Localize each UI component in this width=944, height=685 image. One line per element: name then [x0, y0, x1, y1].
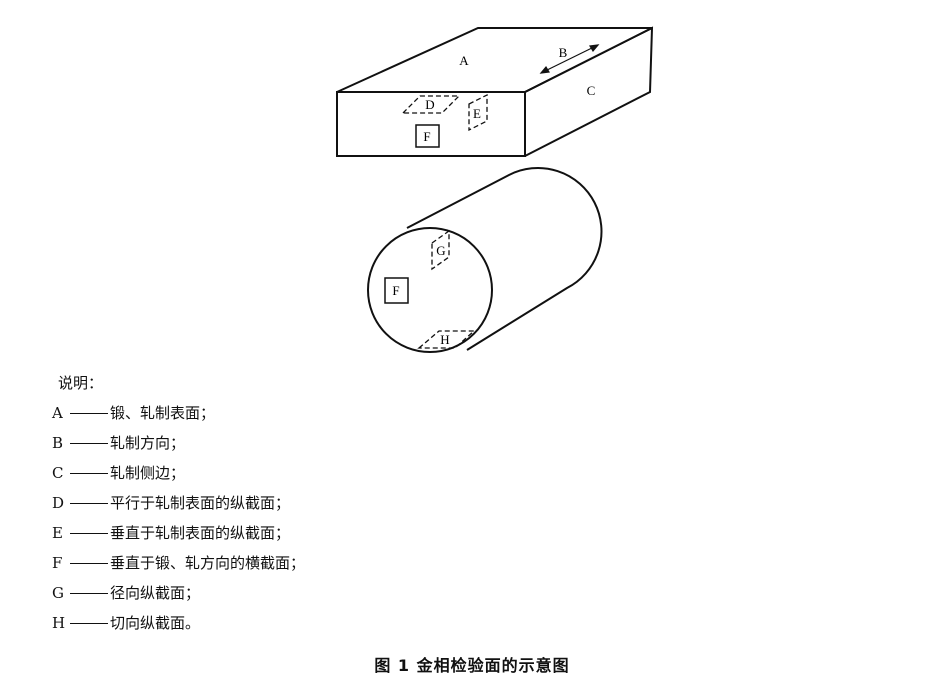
section-e [468, 93, 488, 132]
legend-text: 轧制方向； [110, 434, 186, 452]
label-e: E [473, 106, 481, 121]
legend-dash [70, 502, 108, 504]
legend-item: E 垂直于轧制表面的纵截面； [52, 518, 305, 548]
legend-dash [70, 442, 108, 444]
legend-dash [70, 532, 108, 534]
section-f-cylinder [384, 277, 409, 304]
section-h [417, 330, 476, 349]
rolling-direction-arrow [539, 44, 600, 74]
label-a: A [459, 53, 469, 68]
label-c: C [587, 83, 596, 98]
figure-caption: 图 1 金相检验面的示意图 [374, 656, 570, 675]
legend-dash [70, 622, 108, 624]
block-top-face [336, 27, 653, 93]
legend-key: F [52, 554, 63, 572]
legend-item: B 轧制方向； [52, 428, 305, 458]
legend-dash [70, 412, 108, 414]
cylinder-end-face [367, 227, 493, 353]
legend-key: G [52, 584, 64, 602]
legend-item: F 垂直于锻、轧方向的横截面； [52, 548, 305, 578]
block-front-face [336, 91, 526, 157]
label-g: G [436, 243, 445, 258]
legend: 说明： A 锻、轧制表面； B 轧制方向； C 轧制侧边； D 平行于轧制表面的纵截面；… [52, 368, 305, 638]
legend-text: 锻、轧制表面； [110, 404, 216, 422]
label-f-cylinder: F [392, 283, 399, 298]
legend-title: 说明： [58, 374, 104, 392]
legend-key: C [52, 464, 64, 482]
rolled-cylinder [367, 167, 603, 353]
legend-text: 切向纵截面。 [110, 614, 201, 632]
section-g [431, 229, 450, 271]
legend-dash [70, 592, 108, 594]
legend-text: 轧制侧边； [110, 464, 186, 482]
rolled-block [336, 26, 654, 157]
metallographic-figure: A B C D E F G F H [336, 26, 654, 353]
legend-item: C 轧制侧边； [52, 458, 305, 488]
legend-dash [70, 562, 108, 564]
legend-item: A 锻、轧制表面； [52, 398, 305, 428]
label-f-block: F [423, 129, 430, 144]
label-b: B [559, 45, 568, 60]
section-d [401, 95, 461, 114]
legend-key: A [52, 404, 63, 422]
legend-key: H [52, 614, 66, 632]
legend-item: H 切向纵截面。 [52, 608, 305, 638]
label-h: H [440, 332, 449, 347]
legend-key: B [52, 434, 64, 452]
legend-dash [70, 472, 108, 474]
section-f-block [415, 124, 440, 148]
legend-item: G 径向纵截面； [52, 578, 305, 608]
legend-item: D 平行于轧制表面的纵截面； [52, 488, 305, 518]
legend-text: 垂直于轧制表面的纵截面； [110, 524, 291, 542]
legend-text: 径向纵截面； [110, 584, 201, 602]
label-d: D [425, 97, 434, 112]
legend-key: E [52, 524, 63, 542]
block-side-face [524, 26, 654, 157]
legend-text: 垂直于锻、轧方向的横截面； [110, 554, 306, 572]
legend-text: 平行于轧制表面的纵截面； [110, 494, 291, 512]
legend-key: D [52, 494, 65, 512]
cylinder-body [406, 167, 603, 351]
